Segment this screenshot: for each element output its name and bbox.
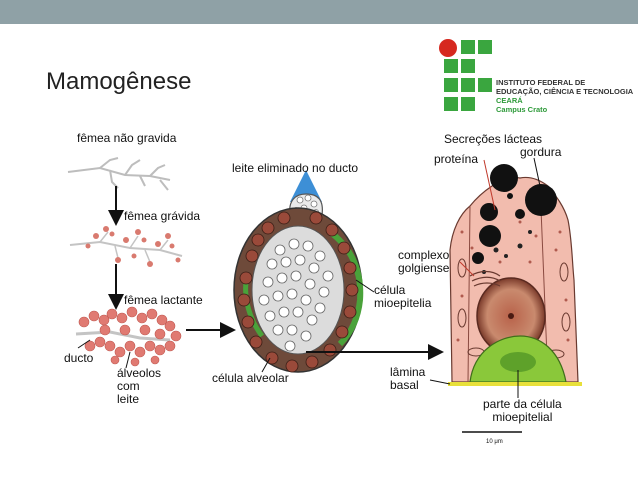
- label-femea-nao-gravida: fêmea não gravida: [77, 131, 177, 145]
- alveolus: [233, 193, 364, 373]
- secretory-cell: [448, 164, 582, 386]
- label-ducto: ducto: [64, 351, 94, 365]
- institution-logo: [438, 38, 496, 123]
- duct-tree-pregnant: [69, 226, 183, 267]
- label-secrecoes-lacteas: Secreções lácteas: [444, 132, 543, 146]
- logo-text-line1: INSTITUTO FEDERAL DE: [496, 78, 586, 87]
- label-leite-eliminado: leite eliminado no ducto: [232, 161, 359, 175]
- logo-text-line3: CEARÁ: [496, 96, 523, 105]
- label-alveolos-line2: com: [117, 379, 140, 393]
- duct-tree-lactating: [75, 306, 182, 367]
- ducto-leader: [77, 339, 91, 349]
- label-lamina-line2: basal: [390, 378, 419, 392]
- label-femea-gravida: fêmea grávida: [124, 209, 201, 223]
- label-gordura: gordura: [520, 145, 562, 159]
- label-complexo-line2: golgiense: [398, 261, 450, 275]
- label-parte-celula: parte da célula mioepitelial: [483, 398, 562, 424]
- label-parte-celula-line1: parte da célula: [483, 397, 562, 411]
- label-scale: 10 μm: [486, 439, 503, 445]
- label-celula-mioepitelia-line2: mioepitelia: [374, 296, 432, 310]
- slide-title: Mamogênese: [46, 68, 192, 95]
- celula-mioepitelia-leader: [355, 279, 375, 293]
- label-lamina-line1: lâmina: [390, 365, 426, 379]
- gordura-leader: [533, 157, 541, 187]
- logo-red-dot: [439, 39, 457, 57]
- label-femea-lactante: fêmea lactante: [124, 293, 203, 307]
- label-lamina-basal: lâmina basal: [390, 366, 425, 392]
- celula-alveolar-leader: [261, 357, 271, 373]
- label-alveolos: álveolos com leite: [117, 367, 161, 406]
- label-alveolos-line1: álveolos: [117, 366, 162, 380]
- lamina-leader: [429, 379, 451, 385]
- label-proteina: proteína: [434, 152, 479, 166]
- label-parte-celula-line2: mioepitelial: [492, 410, 553, 424]
- logo-text-line4: Campus Crato: [496, 105, 548, 114]
- label-complexo-line1: complexo: [398, 248, 450, 262]
- complexo-leader: [459, 261, 475, 277]
- duct-tree-nonpregnant: [67, 157, 171, 191]
- alveolos-leader: [125, 351, 131, 369]
- label-alveolos-line3: leite: [117, 392, 140, 406]
- proteina-leader: [483, 159, 496, 211]
- label-celula-mioepitelia: célula mioepitelia: [374, 284, 431, 310]
- label-celula-alveolar: célula alveolar: [212, 371, 289, 385]
- label-celula-mioepitelia-line1: célula: [374, 283, 406, 297]
- logo-text: INSTITUTO FEDERAL DE EDUCAÇÃO, CIÊNCIA E…: [496, 78, 633, 114]
- logo-text-line2: EDUCAÇÃO, CIÊNCIA E TECNOLOGIA: [496, 87, 634, 96]
- top-bar: [0, 0, 638, 24]
- label-complexo-golgiense: complexo golgiense: [398, 249, 449, 275]
